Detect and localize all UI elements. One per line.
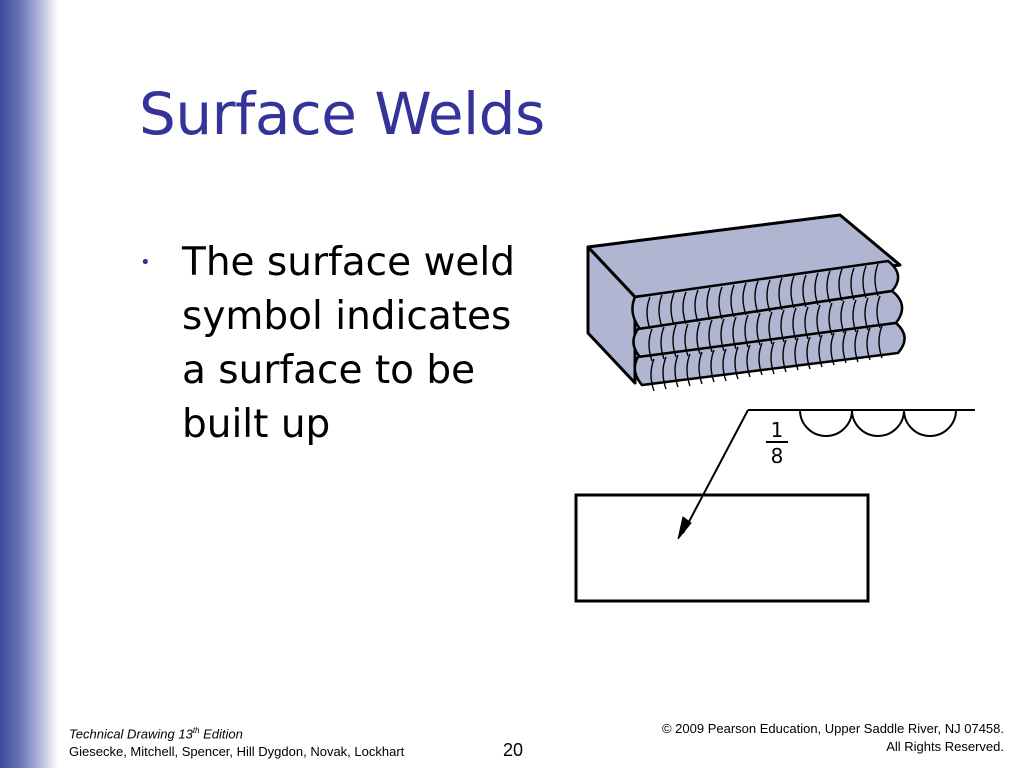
bullet-text: The surface weld symbol indicates a surf… [182,240,515,447]
surface-weld-symbol [677,409,975,540]
base-plate-rectangle [574,493,870,603]
footer-authors: Giesecke, Mitchell, Spencer, Hill Dygdon… [69,744,405,760]
weld-block-illustration [586,213,906,392]
weld-beads [631,259,906,392]
bullet-dot-icon: • [140,252,151,273]
copyright-line-1: © 2009 Pearson Education, Upper Saddle R… [661,721,1004,736]
bullet-item: • The surface weld symbol indicates a su… [140,236,540,452]
surface-weld-figure: 1 8 [574,213,975,603]
slide-title: Surface Welds [139,80,545,148]
weld-size-denominator: 8 [771,444,784,468]
sidebar-gradient-bar [0,0,58,768]
footer-book-title: Technical Drawing 13th Edition [69,726,243,742]
weld-size-fraction: 1 8 [766,418,788,468]
page-number: 20 [502,740,524,760]
footer-book-info: Technical Drawing 13th Edition Giesecke,… [69,722,404,761]
footer-copyright: © 2009 Pearson Education, Upper Saddle R… [662,720,1004,756]
copyright-line-2: All Rights Reserved. [886,739,1004,754]
bullet-list: • The surface weld symbol indicates a su… [140,236,540,452]
weld-size-numerator: 1 [771,418,784,442]
